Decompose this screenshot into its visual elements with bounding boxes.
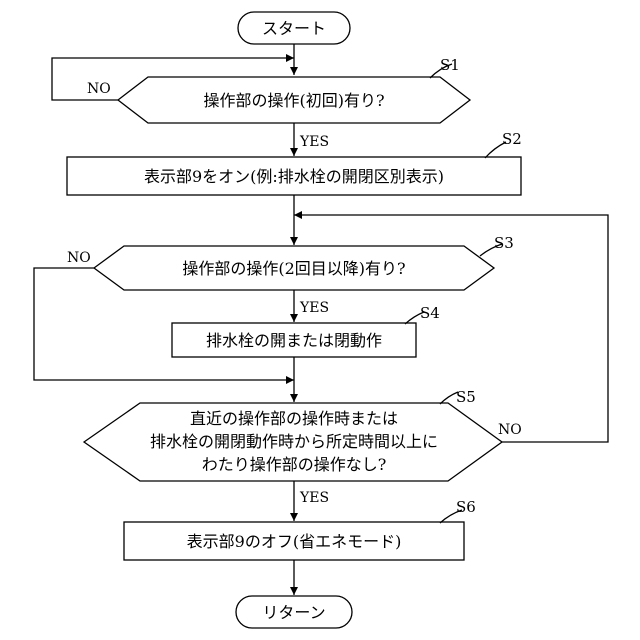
edge-label-s5-no: NO	[498, 422, 522, 438]
step-label-s4: S4	[420, 304, 440, 322]
decision-s3-label: 操作部の操作(2回目以降)有り?	[182, 259, 405, 278]
edge-label-s5-yes: YES	[299, 490, 329, 506]
end-terminal: リターン	[236, 596, 352, 628]
edge-label-s1-yes: YES	[299, 134, 329, 150]
edge-label-s3-no: NO	[67, 250, 91, 266]
edge-label-s3-yes: YES	[299, 300, 329, 316]
edge-label-s1-no: NO	[87, 81, 111, 97]
step-label-s6: S6	[456, 498, 476, 516]
start-terminal: スタート	[238, 12, 350, 44]
process-s6-label: 表示部9のオフ(省エネモード)	[187, 532, 402, 551]
decision-s5-label-line3: わたり操作部の操作なし?	[202, 455, 387, 474]
decision-s5-label-line1: 直近の操作部の操作時または	[190, 409, 398, 428]
decision-s3: 操作部の操作(2回目以降)有り?	[94, 246, 494, 290]
process-s4: 排水栓の開または閉動作	[172, 323, 416, 357]
start-label: スタート	[262, 19, 326, 38]
process-s2-label: 表示部9をオン(例:排水栓の開閉区別表示)	[144, 167, 444, 186]
decision-s5: 直近の操作部の操作時または 排水栓の開閉動作時から所定時間以上に わたり操作部の…	[84, 403, 502, 481]
decision-s1: 操作部の操作(初回)有り?	[118, 77, 470, 123]
process-s2: 表示部9をオン(例:排水栓の開閉区別表示)	[67, 157, 521, 195]
process-s6: 表示部9のオフ(省エネモード)	[124, 522, 464, 560]
process-s4-label: 排水栓の開または閉動作	[206, 331, 382, 350]
step-label-s5: S5	[456, 388, 476, 406]
decision-s1-label: 操作部の操作(初回)有り?	[203, 91, 384, 110]
step-label-s3: S3	[494, 234, 514, 252]
step-label-s2: S2	[502, 130, 522, 148]
decision-s5-label-line2: 排水栓の開閉動作時から所定時間以上に	[150, 432, 438, 451]
step-label-s1: S1	[440, 56, 460, 74]
end-label: リターン	[262, 603, 325, 622]
